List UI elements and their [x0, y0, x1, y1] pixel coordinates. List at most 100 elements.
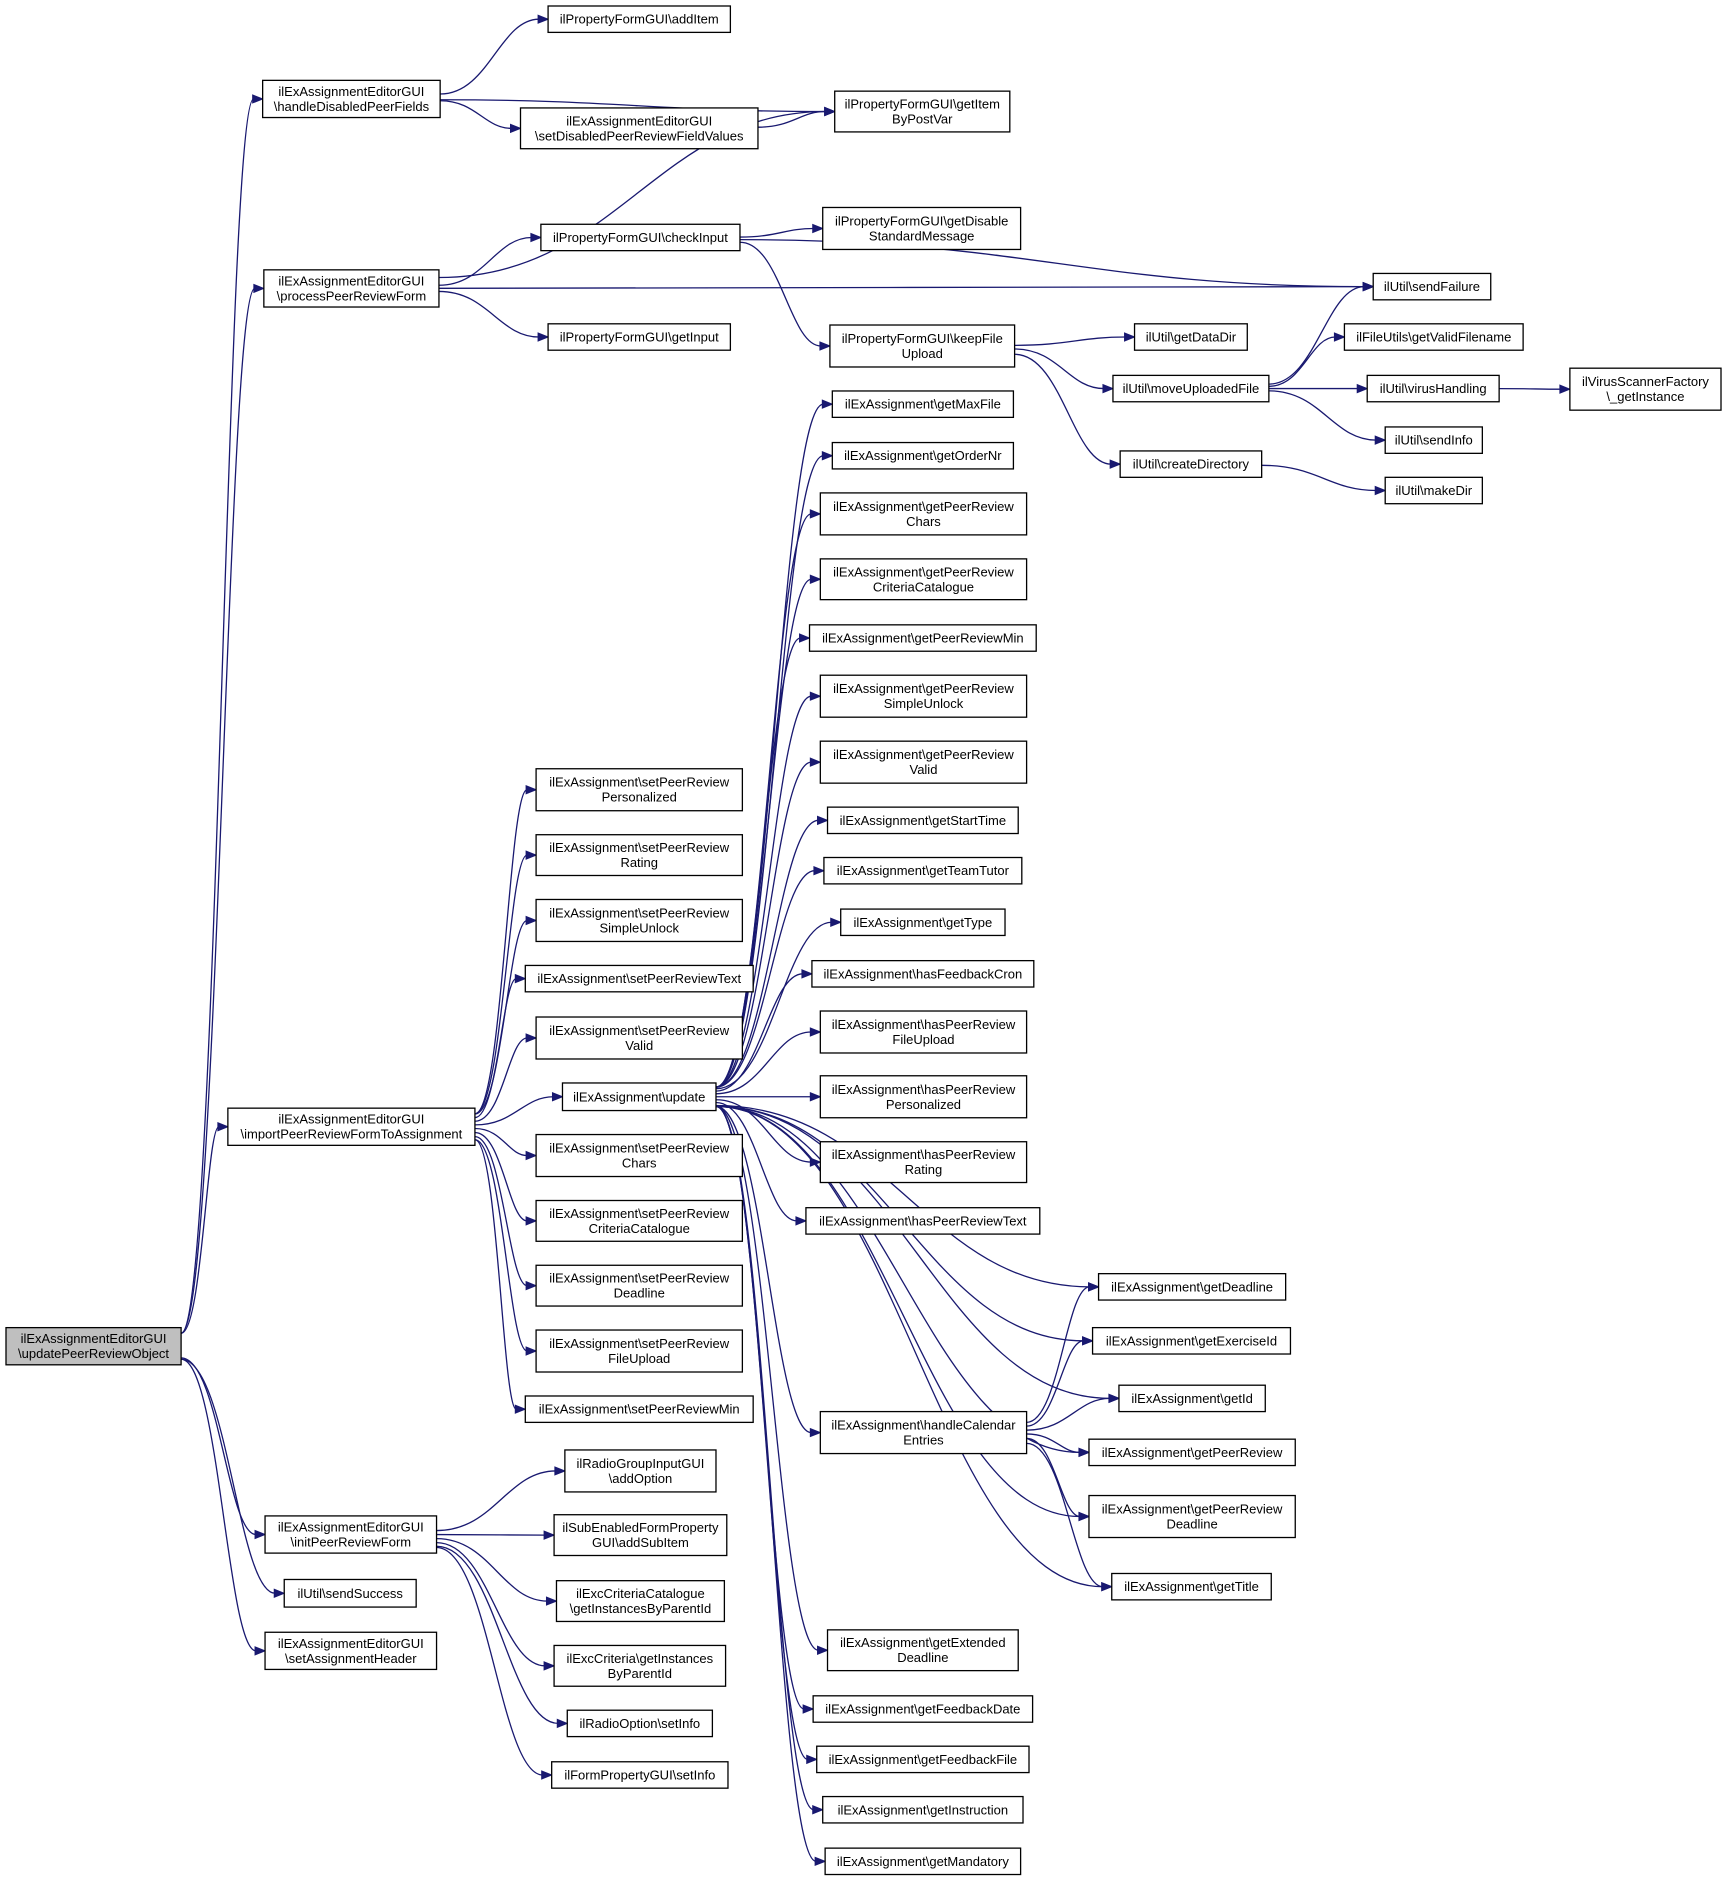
- node-getTitle[interactable]: ilExAssignment\getTitle: [1111, 1572, 1272, 1601]
- node-addItem[interactable]: ilPropertyFormGUI\addItem: [547, 5, 732, 34]
- node-makeDir[interactable]: ilUtil\makeDir: [1384, 476, 1483, 505]
- node-virusFactory[interactable]: ilVirusScannerFactory\_getInstance: [1569, 367, 1722, 411]
- edge-arrowhead: [1078, 1447, 1091, 1458]
- node-setPRText[interactable]: ilExAssignment\setPeerReviewText: [524, 964, 754, 993]
- node-label: \processPeerReviewForm: [277, 288, 427, 303]
- node-iprf[interactable]: ilExAssignmentEditorGUI\importPeerReview…: [227, 1107, 476, 1146]
- node-getExerciseId[interactable]: ilExAssignment\getExerciseId: [1091, 1326, 1292, 1355]
- node-getPRMin[interactable]: ilExAssignment\getPeerReviewMin: [808, 624, 1037, 652]
- node-label: Chars: [906, 514, 941, 529]
- node-getInput[interactable]: ilPropertyFormGUI\getInput: [547, 323, 732, 351]
- node-label: \getInstancesByParentId: [570, 1601, 712, 1616]
- node-getTeamTutor[interactable]: ilExAssignment\getTeamTutor: [823, 856, 1023, 885]
- edge-handleCal-getPRDeadline: [1026, 1437, 1091, 1522]
- node-critInst[interactable]: ilExcCriteria\getInstancesByParentId: [553, 1644, 727, 1687]
- node-getId[interactable]: ilExAssignment\getId: [1118, 1384, 1266, 1413]
- node-box: [524, 964, 754, 993]
- node-label: FileUpload: [608, 1351, 670, 1366]
- node-box: [831, 441, 1015, 470]
- node-checkInput[interactable]: ilPropertyFormGUI\checkInput: [540, 223, 741, 252]
- node-sendInfo[interactable]: ilUtil\sendInfo: [1384, 426, 1483, 454]
- node-getMandatory[interactable]: ilExAssignment\getMandatory: [824, 1847, 1022, 1876]
- node-getStartTime[interactable]: ilExAssignment\getStartTime: [826, 806, 1019, 835]
- node-moveUploaded[interactable]: ilUtil\moveUploadedFile: [1112, 374, 1270, 403]
- node-pprf[interactable]: ilExAssignmentEditorGUI\processPeerRevie…: [263, 269, 440, 308]
- node-label: Valid: [909, 762, 937, 777]
- node-box: [1091, 1326, 1292, 1355]
- node-virusHandling[interactable]: ilUtil\virusHandling: [1366, 374, 1500, 403]
- node-update[interactable]: ilExAssignment\update: [561, 1082, 717, 1112]
- node-label: ilExAssignment\setPeerReviewMin: [539, 1402, 740, 1417]
- edge-arrowhead: [1101, 1581, 1114, 1592]
- edge-iprf-update: [474, 1092, 564, 1126]
- node-getFeedbackFile[interactable]: ilExAssignment\getFeedbackFile: [816, 1745, 1030, 1774]
- node-label: \_getInstance: [1606, 389, 1684, 404]
- node-label: ilExAssignment\getStartTime: [840, 813, 1006, 828]
- node-hasFeedbackCron[interactable]: ilExAssignment\hasFeedbackCron: [811, 959, 1035, 988]
- node-box: [816, 1745, 1030, 1774]
- node-setPRMin[interactable]: ilExAssignment\setPeerReviewMin: [524, 1395, 754, 1424]
- node-label: ilExAssignment\getOrderNr: [844, 448, 1002, 463]
- node-getMaxFile[interactable]: ilExAssignment\getMaxFile: [831, 390, 1015, 419]
- node-setHeader[interactable]: ilExAssignmentEditorGUI\setAssignmentHea…: [264, 1631, 438, 1671]
- edge-arrowhead: [530, 232, 543, 243]
- node-box: [261, 79, 441, 119]
- edge-arrowhead: [1362, 281, 1375, 292]
- node-getFeedbackDate[interactable]: ilExAssignment\getFeedbackDate: [812, 1695, 1034, 1723]
- edge-moveUploaded-sendFailure: [1268, 281, 1375, 385]
- node-getDeadline[interactable]: ilExAssignment\getDeadline: [1097, 1273, 1287, 1301]
- node-getPeerReview[interactable]: ilExAssignment\getPeerReview: [1088, 1438, 1296, 1467]
- node-label: ilPropertyFormGUI\keepFile: [842, 331, 1003, 346]
- node-setDisabledPR[interactable]: ilExAssignmentEditorGUI\setDisabledPeerR…: [519, 107, 759, 150]
- node-sendSuccess[interactable]: ilUtil\sendSuccess: [283, 1578, 417, 1608]
- node-getValidFilename[interactable]: ilFileUtils\getValidFilename: [1343, 323, 1524, 351]
- node-hasPRText[interactable]: ilExAssignment\hasPeerReviewText: [805, 1207, 1041, 1235]
- edge-update-hasFeedbackCron: [715, 969, 814, 1092]
- node-box: [819, 558, 1028, 601]
- edge-arrowhead: [812, 1805, 825, 1815]
- edge-line: [474, 1131, 528, 1222]
- node-critCatInst[interactable]: ilExcCriteriaCatalogue\getInstancesByPar…: [555, 1580, 726, 1623]
- node-radioAddOption[interactable]: ilRadioGroupInputGUI\addOption: [564, 1449, 717, 1493]
- node-label: \setDisabledPeerReviewFieldValues: [535, 128, 744, 143]
- node-box: [824, 1847, 1022, 1876]
- node-initf[interactable]: ilExAssignmentEditorGUI\initPeerReviewFo…: [264, 1515, 438, 1554]
- edge-root-sendSuccess: [181, 1358, 286, 1599]
- node-label: CriteriaCatalogue: [589, 1221, 690, 1236]
- node-getType[interactable]: ilExAssignment\getType: [840, 908, 1006, 937]
- node-getDisableStd[interactable]: ilPropertyFormGUI\getDisableStandardMess…: [822, 206, 1022, 251]
- node-formSetInfo[interactable]: ilFormPropertyGUI\setInfo: [551, 1761, 729, 1789]
- node-radioSetInfo[interactable]: ilRadioOption\setInfo: [566, 1709, 714, 1738]
- node-getPRCriteria[interactable]: ilExAssignment\getPeerReviewCriteriaCata…: [819, 558, 1028, 601]
- node-root[interactable]: ilExAssignmentEditorGUI\updatePeerReview…: [5, 1326, 182, 1366]
- edge-arrowhead: [1078, 1511, 1091, 1522]
- node-getInstruction[interactable]: ilExAssignment\getInstruction: [822, 1795, 1024, 1824]
- node-createDirectory[interactable]: ilUtil\createDirectory: [1119, 450, 1263, 478]
- node-setPRCriteria[interactable]: ilExAssignment\setPeerReviewCriteriaCata…: [535, 1199, 744, 1242]
- node-getOrderNr[interactable]: ilExAssignment\getOrderNr: [831, 441, 1015, 470]
- node-sendFailure[interactable]: ilUtil\sendFailure: [1372, 272, 1492, 301]
- node-box: [263, 269, 440, 308]
- node-box: [283, 1578, 417, 1608]
- node-getDataDir[interactable]: ilUtil\getDataDir: [1133, 323, 1248, 351]
- node-hdpf[interactable]: ilExAssignmentEditorGUI\handleDisabledPe…: [261, 79, 441, 119]
